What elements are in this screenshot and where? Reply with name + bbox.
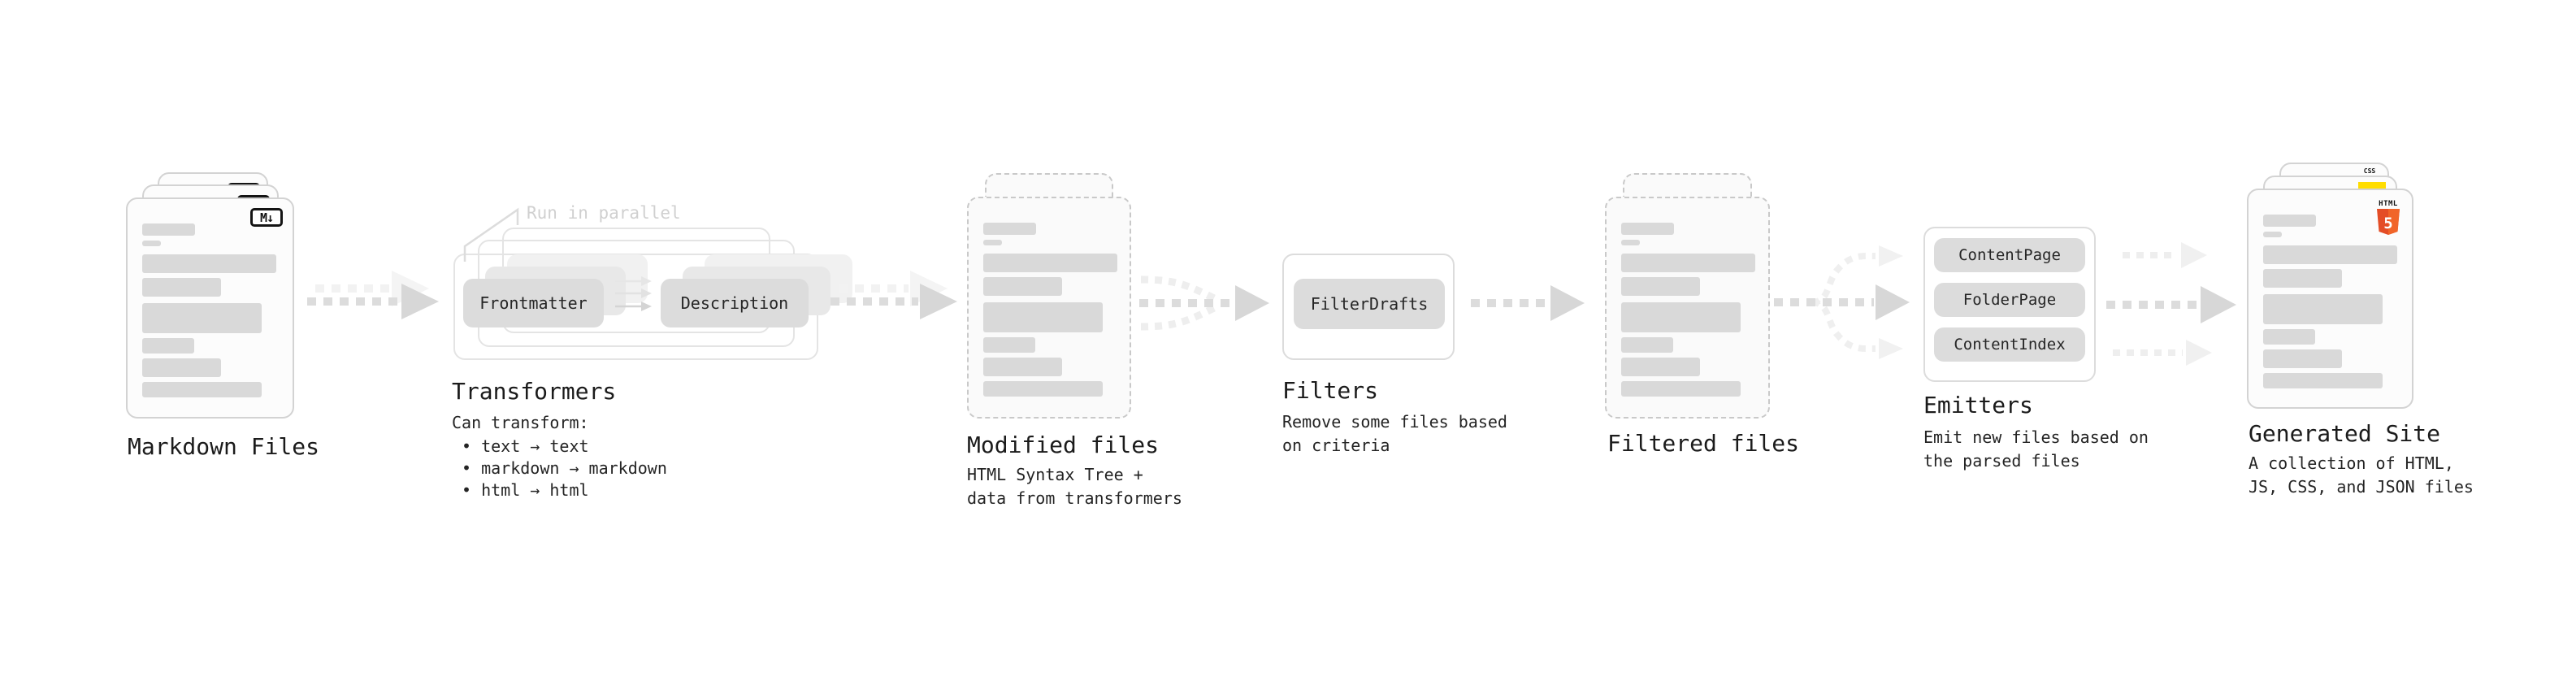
stage-label-filters: Filters: [1282, 377, 1379, 404]
contentindex-pill: ContentIndex: [1934, 327, 2085, 362]
description-pill: Description: [661, 279, 809, 327]
doc-text-bar: [983, 302, 1103, 332]
doc-text-bar: [1621, 358, 1700, 376]
run-in-parallel-annotation: Run in parallel: [527, 203, 681, 223]
folderpage-pill: FolderPage: [1934, 283, 2085, 317]
generated-site-card-front: HTML 5: [2247, 189, 2413, 409]
contentpage-pill: ContentPage: [1934, 238, 2085, 272]
generated-site-caption: A collection of HTML, JS, CSS, and JSON …: [2249, 453, 2474, 497]
filterdrafts-pill: FilterDrafts: [1294, 279, 1445, 329]
doc-text-bar: [2263, 245, 2397, 264]
doc-text-bar: [2263, 232, 2282, 237]
doc-text-bar: [1621, 277, 1700, 296]
arrow-filters-to-filtered: [1471, 285, 1585, 321]
modified-files-caption: HTML Syntax Tree + data from transformer…: [967, 465, 1182, 508]
doc-text-bar: [983, 240, 1002, 245]
transformers-caption-title: Can transform:: [452, 413, 589, 432]
doc-text-bar: [2263, 269, 2342, 288]
doc-text-bar: [142, 278, 221, 297]
html5-icon-label: HTML: [2379, 200, 2398, 208]
transformers-bullet: • text → text: [462, 436, 589, 456]
css-icon-label: CSS: [2363, 167, 2376, 175]
doc-text-bar: [142, 338, 194, 354]
transformers-bullet: • html → html: [462, 480, 589, 500]
doc-text-bar: [1621, 337, 1673, 353]
stage-label-emitters: Emitters: [1923, 392, 2033, 419]
doc-text-bar: [983, 254, 1117, 272]
stage-label-transformers: Transformers: [452, 378, 617, 405]
doc-text-bar: [142, 223, 195, 236]
stage-label-markdown-files: Markdown Files: [128, 433, 320, 460]
doc-text-bar: [142, 382, 262, 397]
markdown-file-card-front: M↓: [126, 197, 294, 419]
doc-text-bar: [983, 223, 1036, 235]
arrow-markdown-to-transformers: [307, 271, 439, 319]
doc-text-bar: [142, 241, 161, 246]
arrow-modified-to-filters: [1139, 275, 1269, 331]
stage-label-filtered-files: Filtered files: [1607, 430, 1800, 457]
markdown-icon: M↓: [250, 208, 283, 227]
doc-text-bar: [983, 337, 1035, 353]
doc-text-bar: [1621, 223, 1674, 235]
doc-text-bar: [1621, 240, 1640, 245]
frontmatter-pill: Frontmatter: [463, 279, 604, 327]
html5-icon: HTML 5: [2374, 200, 2402, 236]
doc-text-bar: [142, 254, 276, 273]
doc-text-bar: [1621, 302, 1741, 332]
svg-text:5: 5: [2383, 215, 2392, 232]
stage-label-generated-site: Generated Site: [2249, 420, 2441, 447]
doc-text-bar: [2263, 294, 2383, 324]
modified-file-card-front: [967, 197, 1131, 419]
arrow-filtered-to-emitters: [1774, 245, 1910, 359]
filters-caption: Remove some files based on criteria: [1282, 412, 1507, 455]
arrow-emitters-to-generated: [2106, 242, 2236, 366]
doc-text-bar: [2263, 215, 2316, 227]
stage-label-modified-files: Modified files: [967, 432, 1160, 458]
doc-text-bar: [2263, 329, 2315, 345]
doc-text-bar: [983, 358, 1062, 376]
doc-text-bar: [983, 381, 1103, 397]
doc-text-bar: [2263, 349, 2342, 368]
filtered-file-card-front: [1605, 197, 1770, 419]
doc-text-bar: [1621, 381, 1741, 397]
doc-text-bar: [1621, 254, 1755, 272]
transformers-bullet: • markdown → markdown: [462, 458, 667, 478]
doc-text-bar: [142, 358, 221, 377]
doc-text-bar: [983, 277, 1062, 296]
doc-text-bar: [2263, 373, 2383, 388]
doc-text-bar: [142, 303, 262, 333]
emitters-caption: Emit new files based on the parsed files: [1923, 427, 2149, 471]
html5-shield-icon: 5: [2377, 209, 2400, 235]
